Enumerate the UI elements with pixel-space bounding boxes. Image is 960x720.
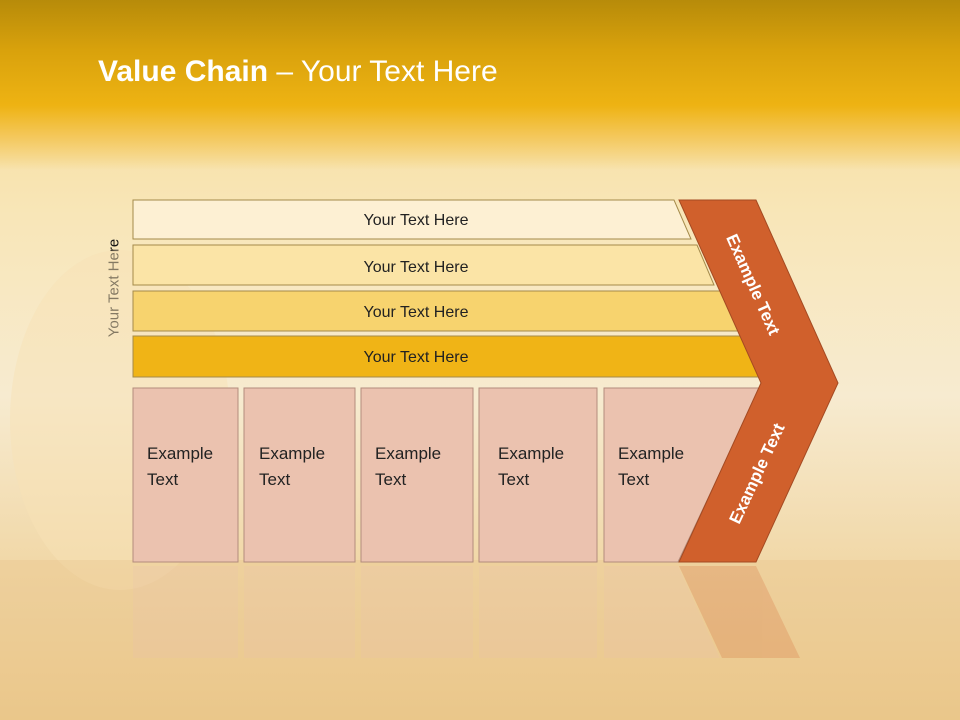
primary-box-1-line1: Example: [147, 444, 213, 463]
support-bar-2-label: Your Text Here: [364, 259, 469, 276]
title-bold: Value Chain: [98, 55, 269, 88]
primary-box-3: [360, 387, 474, 563]
reflection-box-3: [361, 566, 473, 658]
primary-box-3-line2: Text: [375, 470, 406, 489]
primary-box-2: [243, 387, 356, 563]
primary-box-4-line2: Text: [498, 470, 529, 489]
header-band: [0, 0, 960, 170]
primary-box-2-line2: Text: [259, 470, 290, 489]
slide-title: Value Chain – Your Text Here: [98, 55, 498, 89]
reflection-box-5: [604, 566, 720, 658]
primary-box-5: [603, 387, 761, 563]
support-bar-4-label: Your Text Here: [364, 349, 469, 366]
reflection-chevron: [679, 566, 800, 658]
background-floor: [0, 560, 960, 720]
support-bar-1-label: Your Text Here: [364, 212, 469, 229]
reflection-box-4: [479, 566, 597, 658]
primary-box-1-line2: Text: [147, 470, 178, 489]
primary-box-3-line1: Example: [375, 444, 441, 463]
support-bar-1: [132, 199, 692, 240]
primary-box-1: [132, 387, 239, 563]
primary-box-4-line1: Example: [498, 444, 564, 463]
margin-chevron: [678, 199, 839, 563]
title-rest: – Your Text Here: [268, 55, 498, 88]
primary-box-5-line2: Text: [618, 470, 649, 489]
primary-box-4: [478, 387, 598, 563]
primary-box-2-line1: Example: [259, 444, 325, 463]
reflection-box-2: [244, 566, 355, 658]
diagram-reflection: [133, 566, 800, 658]
reflection-box-1: [133, 566, 238, 658]
support-bar-2: [132, 244, 715, 286]
primary-box-5-line1: Example: [618, 444, 684, 463]
support-bar-3-label: Your Text Here: [364, 304, 469, 321]
